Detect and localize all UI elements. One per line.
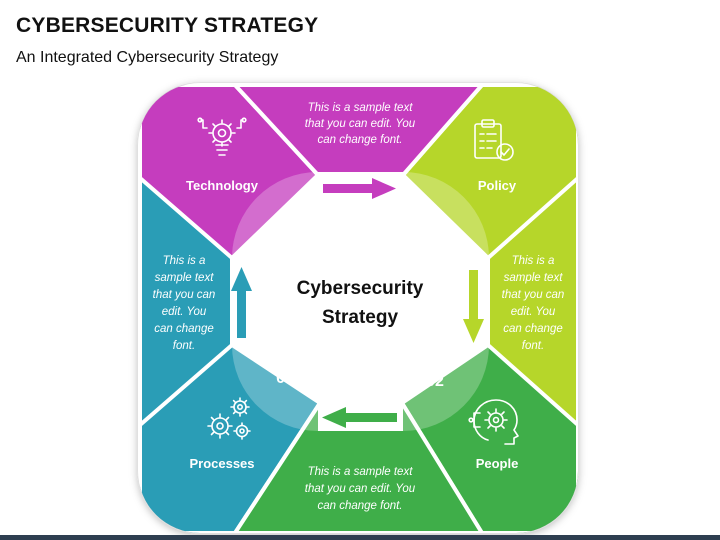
top-text-line: can change font. (317, 134, 402, 146)
right-text-line: sample text (504, 272, 564, 284)
bottom-text-line: that you can edit. You (305, 483, 416, 495)
label-people: People (476, 456, 519, 471)
top-description: This is a sample text that you can edit.… (305, 102, 416, 146)
gears-icon (207, 397, 251, 440)
ring-03 (232, 345, 318, 431)
right-text-line: that you can (502, 289, 565, 301)
center-title-line2: Strategy (322, 307, 398, 328)
page-subtitle: An Integrated Cybersecurity Strategy (16, 49, 279, 66)
center-title-line1: Cybersecurity (297, 278, 424, 299)
ring-04 (232, 172, 318, 258)
right-text-line: This is a (512, 255, 555, 267)
left-text-line: sample text (155, 272, 215, 284)
left-text-line: This is a (163, 255, 206, 267)
left-text-line: font. (173, 340, 195, 352)
ring-01 (403, 172, 489, 258)
number-03: 03 (276, 370, 294, 387)
page-title: CYBERSECURITY STRATEGY (16, 14, 319, 37)
right-text-line: edit. You (511, 306, 556, 318)
lightbulb-gear-icon (197, 117, 247, 156)
center-cross (232, 172, 489, 431)
arrow-right (323, 178, 396, 199)
label-technology: Technology (186, 178, 259, 193)
arrow-down (463, 270, 484, 343)
number-01: 01 (426, 222, 444, 239)
number-04: 04 (276, 222, 294, 239)
clipboard-check-icon (474, 119, 514, 161)
label-policy: Policy (478, 178, 517, 193)
ring-02 (403, 345, 489, 431)
arrow-up (231, 267, 252, 338)
head-gear-icon (468, 399, 519, 445)
top-text-line: that you can edit. You (305, 118, 416, 130)
right-description: This is a sample text that you can edit.… (502, 255, 565, 352)
left-text-line: that you can (153, 289, 216, 301)
left-description: This is a sample text that you can edit.… (153, 255, 216, 352)
left-text-line: can change (154, 323, 213, 335)
bottom-description: This is a sample text that you can edit.… (305, 466, 416, 512)
number-02: 02 (426, 373, 444, 390)
right-text-line: can change (503, 323, 562, 335)
bottom-text-line: can change font. (317, 500, 402, 512)
arrow-left (322, 407, 397, 428)
bottom-text-line: This is a sample text (308, 466, 414, 478)
label-processes: Processes (189, 456, 254, 471)
right-text-line: font. (522, 340, 544, 352)
top-text-line: This is a sample text (308, 102, 414, 114)
footer-bar (0, 535, 720, 540)
left-text-line: edit. You (162, 306, 207, 318)
